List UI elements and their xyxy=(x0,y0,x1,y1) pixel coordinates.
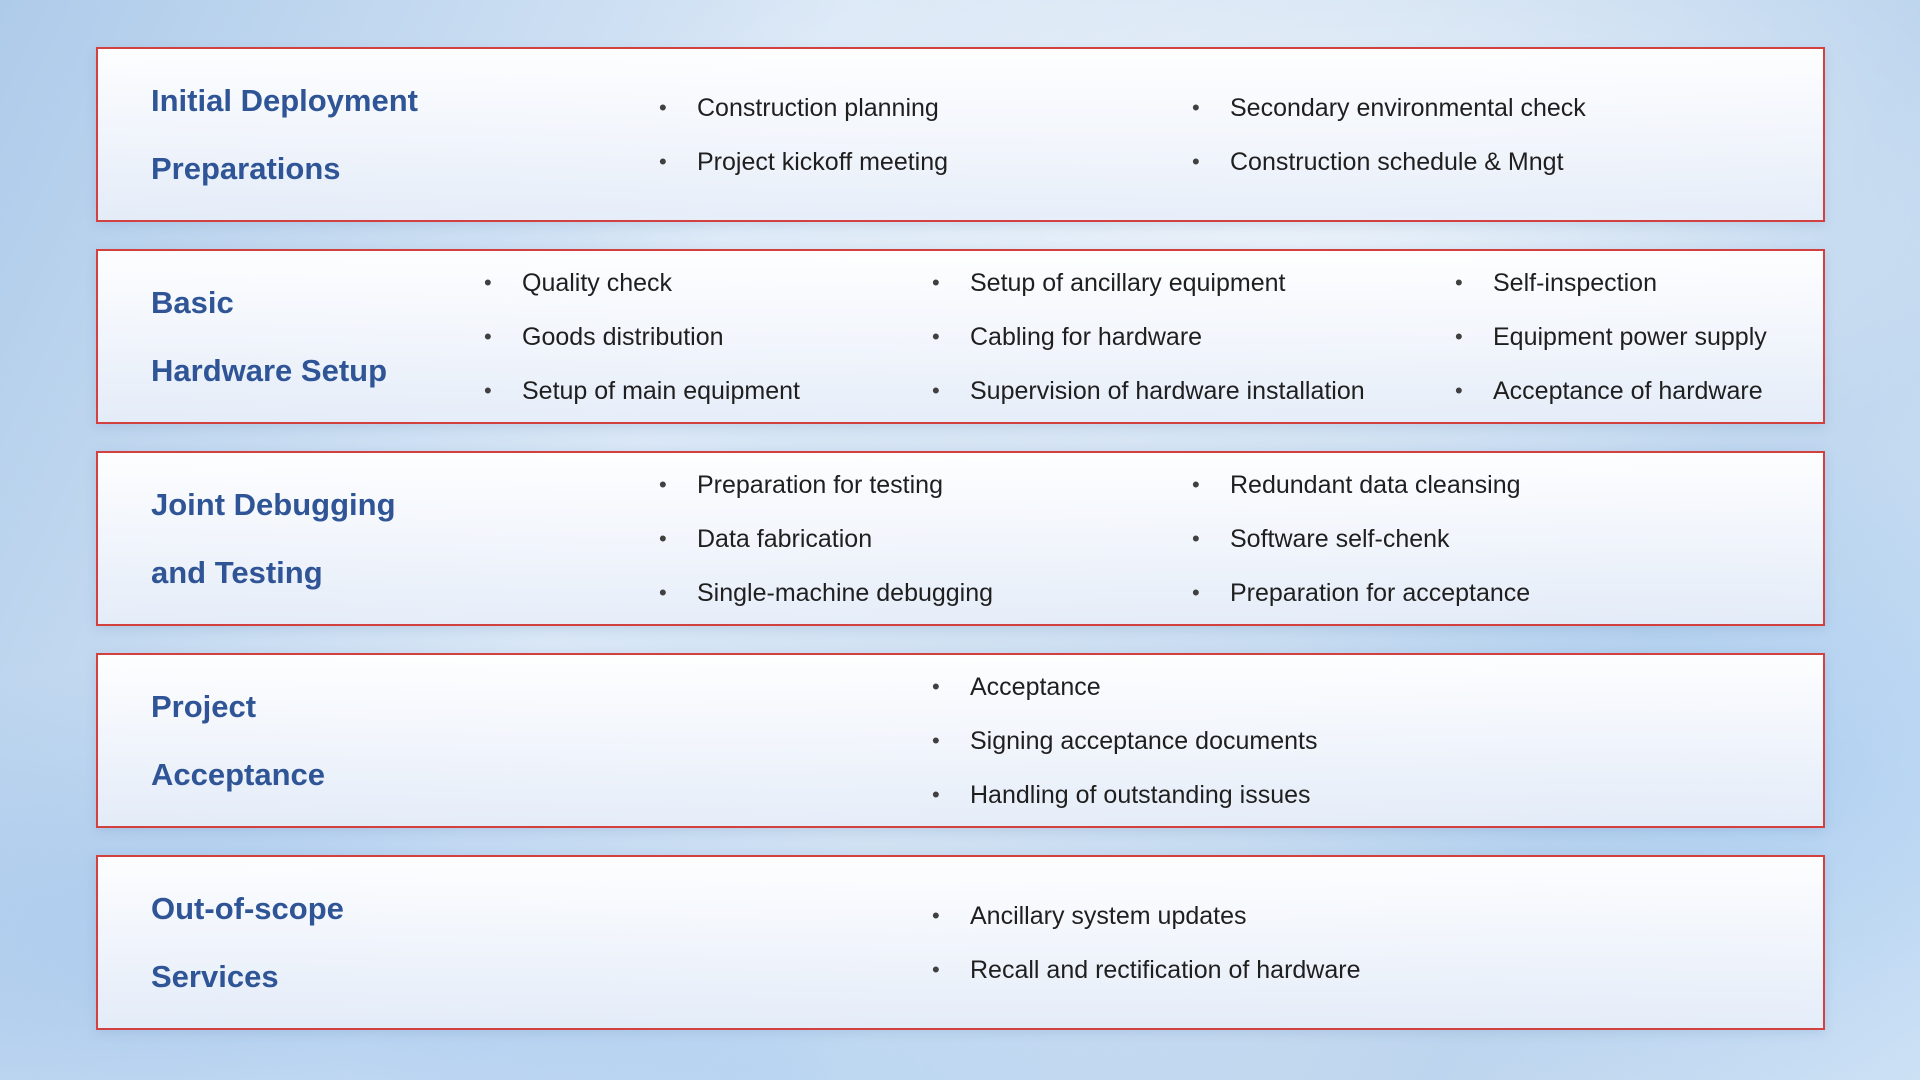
list-item: Self-inspection xyxy=(1453,256,1767,310)
phase-title: Out-of-scope Services xyxy=(151,875,344,1011)
list-item: Construction schedule & Mngt xyxy=(1190,135,1586,189)
list-item: Ancillary system updates xyxy=(930,889,1360,943)
list-item: Secondary environmental check xyxy=(1190,81,1586,135)
phase-title: Joint Debugging and Testing xyxy=(151,471,396,607)
bullet-list: Quality check Goods distribution Setup o… xyxy=(482,256,800,418)
bullet-list: Secondary environmental check Constructi… xyxy=(1190,81,1586,189)
phase-title-line: Hardware Setup xyxy=(151,352,388,388)
bullet-list: Redundant data cleansing Software self-c… xyxy=(1190,458,1530,620)
phase-title-line: Out-of-scope xyxy=(151,890,344,926)
phase-title-line: Initial Deployment xyxy=(151,82,418,118)
phase-title-line: Services xyxy=(151,958,279,994)
bullet-list: Setup of ancillary equipment Cabling for… xyxy=(930,256,1365,418)
phase-basic-hardware-setup: Basic Hardware Setup Quality check Goods… xyxy=(96,249,1825,424)
list-item: Acceptance xyxy=(930,660,1317,714)
bullet-list: Acceptance Signing acceptance documents … xyxy=(930,660,1317,822)
phase-title-line: Basic xyxy=(151,284,234,320)
phase-title-line: Project xyxy=(151,688,257,724)
bullet-list: Construction planning Project kickoff me… xyxy=(657,81,948,189)
phase-title: Project Acceptance xyxy=(151,673,325,809)
phase-title-line: and Testing xyxy=(151,554,323,590)
list-item: Redundant data cleansing xyxy=(1190,458,1530,512)
list-item: Setup of main equipment xyxy=(482,364,800,418)
phase-title-line: Joint Debugging xyxy=(151,486,396,522)
list-item: Data fabrication xyxy=(657,512,993,566)
list-item: Cabling for hardware xyxy=(930,310,1365,364)
list-item: Setup of ancillary equipment xyxy=(930,256,1365,310)
bullet-list: Ancillary system updates Recall and rect… xyxy=(930,889,1360,997)
phase-project-acceptance: Project Acceptance Acceptance Signing ac… xyxy=(96,653,1825,828)
list-item: Supervision of hardware installation xyxy=(930,364,1365,418)
phase-out-of-scope-services: Out-of-scope Services Ancillary system u… xyxy=(96,855,1825,1030)
list-item: Signing acceptance documents xyxy=(930,714,1317,768)
phase-title-line: Preparations xyxy=(151,150,341,186)
list-item: Preparation for acceptance xyxy=(1190,566,1530,620)
list-item: Acceptance of hardware xyxy=(1453,364,1767,418)
list-item: Quality check xyxy=(482,256,800,310)
list-item: Recall and rectification of hardware xyxy=(930,943,1360,997)
list-item: Preparation for testing xyxy=(657,458,993,512)
list-item: Single-machine debugging xyxy=(657,566,993,620)
phase-initial-deployment-preparations: Initial Deployment Preparations Construc… xyxy=(96,47,1825,222)
phase-title-line: Acceptance xyxy=(151,756,326,792)
phase-title: Initial Deployment Preparations xyxy=(151,67,418,203)
list-item: Handling of outstanding issues xyxy=(930,768,1317,822)
list-item: Construction planning xyxy=(657,81,948,135)
list-item: Equipment power supply xyxy=(1453,310,1767,364)
phase-title: Basic Hardware Setup xyxy=(151,269,387,405)
list-item: Software self-chenk xyxy=(1190,512,1530,566)
bullet-list: Preparation for testing Data fabrication… xyxy=(657,458,993,620)
list-item: Project kickoff meeting xyxy=(657,135,948,189)
bullet-list: Self-inspection Equipment power supply A… xyxy=(1453,256,1767,418)
list-item: Goods distribution xyxy=(482,310,800,364)
phase-joint-debugging-and-testing: Joint Debugging and Testing Preparation … xyxy=(96,451,1825,626)
